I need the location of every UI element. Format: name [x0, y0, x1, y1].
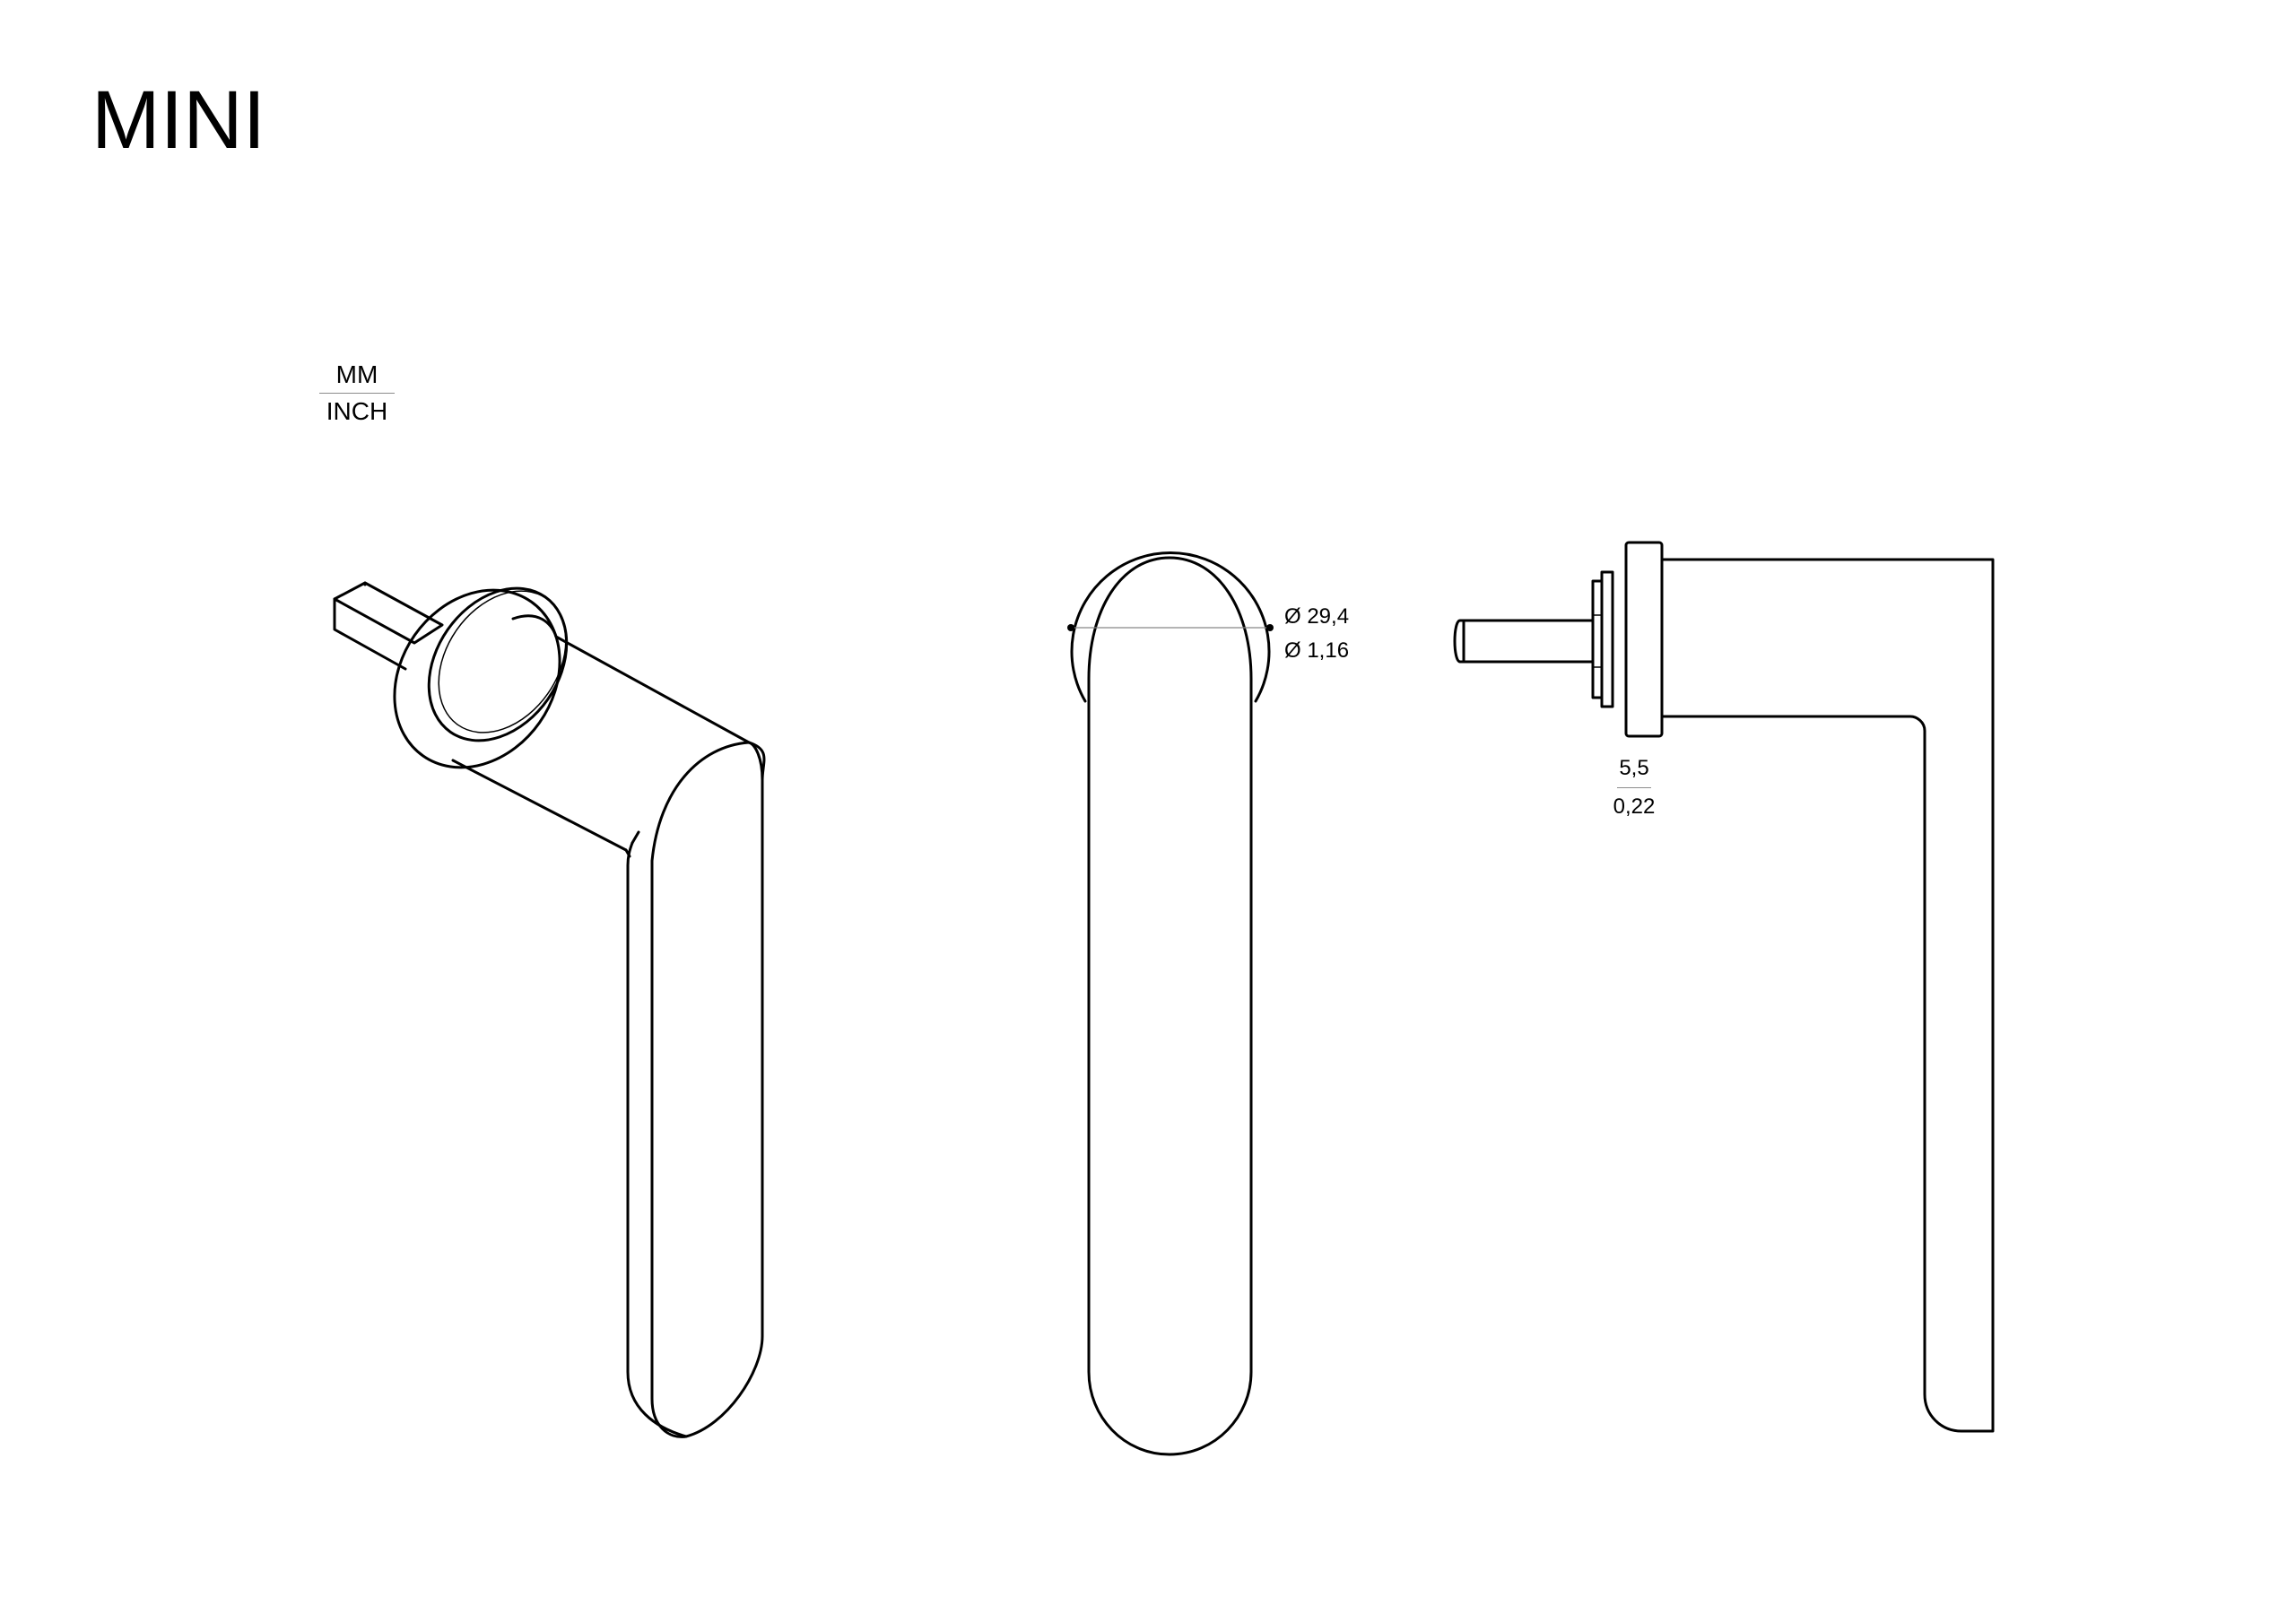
diameter-mm-label: Ø 29,4: [1284, 604, 1350, 629]
handle-perspective-view: [333, 581, 766, 1438]
rosette: [393, 588, 561, 769]
unit-inch-label: INCH: [326, 397, 388, 425]
handle-side-view: [1453, 541, 1995, 1433]
handle-neck: [511, 614, 751, 744]
spindle-inch-label: 0,22: [1613, 794, 1656, 819]
spindle-bar: [333, 581, 444, 645]
spindle-divider: [1617, 787, 1651, 788]
diameter-point-right: [1266, 624, 1274, 631]
unit-mm-label: MM: [335, 360, 378, 388]
front-grip: [1087, 556, 1253, 1456]
page-title: MINI: [91, 74, 266, 166]
side-spindle: [1453, 619, 1595, 664]
diameter-point-left: [1067, 624, 1074, 631]
spindle-dimension: 5,5 0,22: [1598, 758, 1670, 818]
diameter-inch-label: Ø 1,16: [1284, 638, 1350, 663]
handle-front-view: [1067, 551, 1274, 1456]
side-rosette: [1624, 541, 1664, 738]
front-rosette: [1070, 551, 1271, 703]
side-lever: [1660, 558, 1995, 1433]
unit-legend: MM INCH: [316, 362, 398, 424]
spindle-mm-label: 5,5: [1619, 756, 1649, 780]
unit-divider: [319, 393, 395, 394]
handle-grip-front: [650, 741, 764, 1438]
